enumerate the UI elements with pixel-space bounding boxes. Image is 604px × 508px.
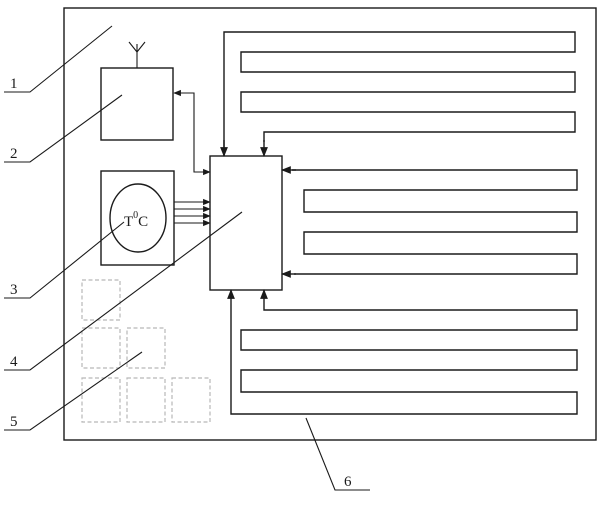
antenna-icon — [128, 41, 146, 68]
serpentine-bottom — [230, 304, 578, 415]
callout-2: 2 — [10, 146, 18, 162]
leader-4 — [4, 211, 243, 371]
leader-2 — [4, 94, 123, 163]
dashed-cell — [126, 327, 166, 369]
dashed-cell — [126, 377, 166, 423]
temperature-sensor: T0C — [100, 170, 175, 266]
serpentine-middle — [292, 169, 578, 275]
dashed-cell — [81, 279, 121, 321]
sensor-unit: C — [138, 214, 148, 230]
callout-3: 3 — [10, 282, 18, 298]
board-outline — [63, 7, 597, 441]
serpentine-top — [223, 31, 576, 156]
controller-block — [209, 155, 283, 291]
sensor-signal-arrows — [174, 198, 211, 227]
dashed-cell-grid — [81, 279, 211, 423]
callout-6: 6 — [344, 474, 352, 490]
sensor-text: T — [124, 214, 133, 230]
dashed-cell — [81, 327, 121, 369]
callout-leaders — [4, 25, 370, 491]
leader-3 — [4, 221, 125, 299]
leader-6 — [305, 417, 370, 491]
dashed-cell — [171, 377, 211, 423]
leader-1 — [4, 25, 113, 93]
bidirectional-arrow-icon — [173, 89, 211, 176]
callout-5: 5 — [10, 414, 18, 430]
callout-4: 4 — [10, 354, 18, 370]
sensor-label: T0C — [124, 210, 148, 230]
callout-1: 1 — [10, 76, 18, 92]
leader-5 — [4, 351, 143, 431]
transmitter-module — [100, 41, 174, 141]
dashed-cell — [81, 377, 121, 423]
sensor-superscript: 0 — [133, 210, 138, 221]
heating-element-serpentine — [220, 31, 578, 415]
